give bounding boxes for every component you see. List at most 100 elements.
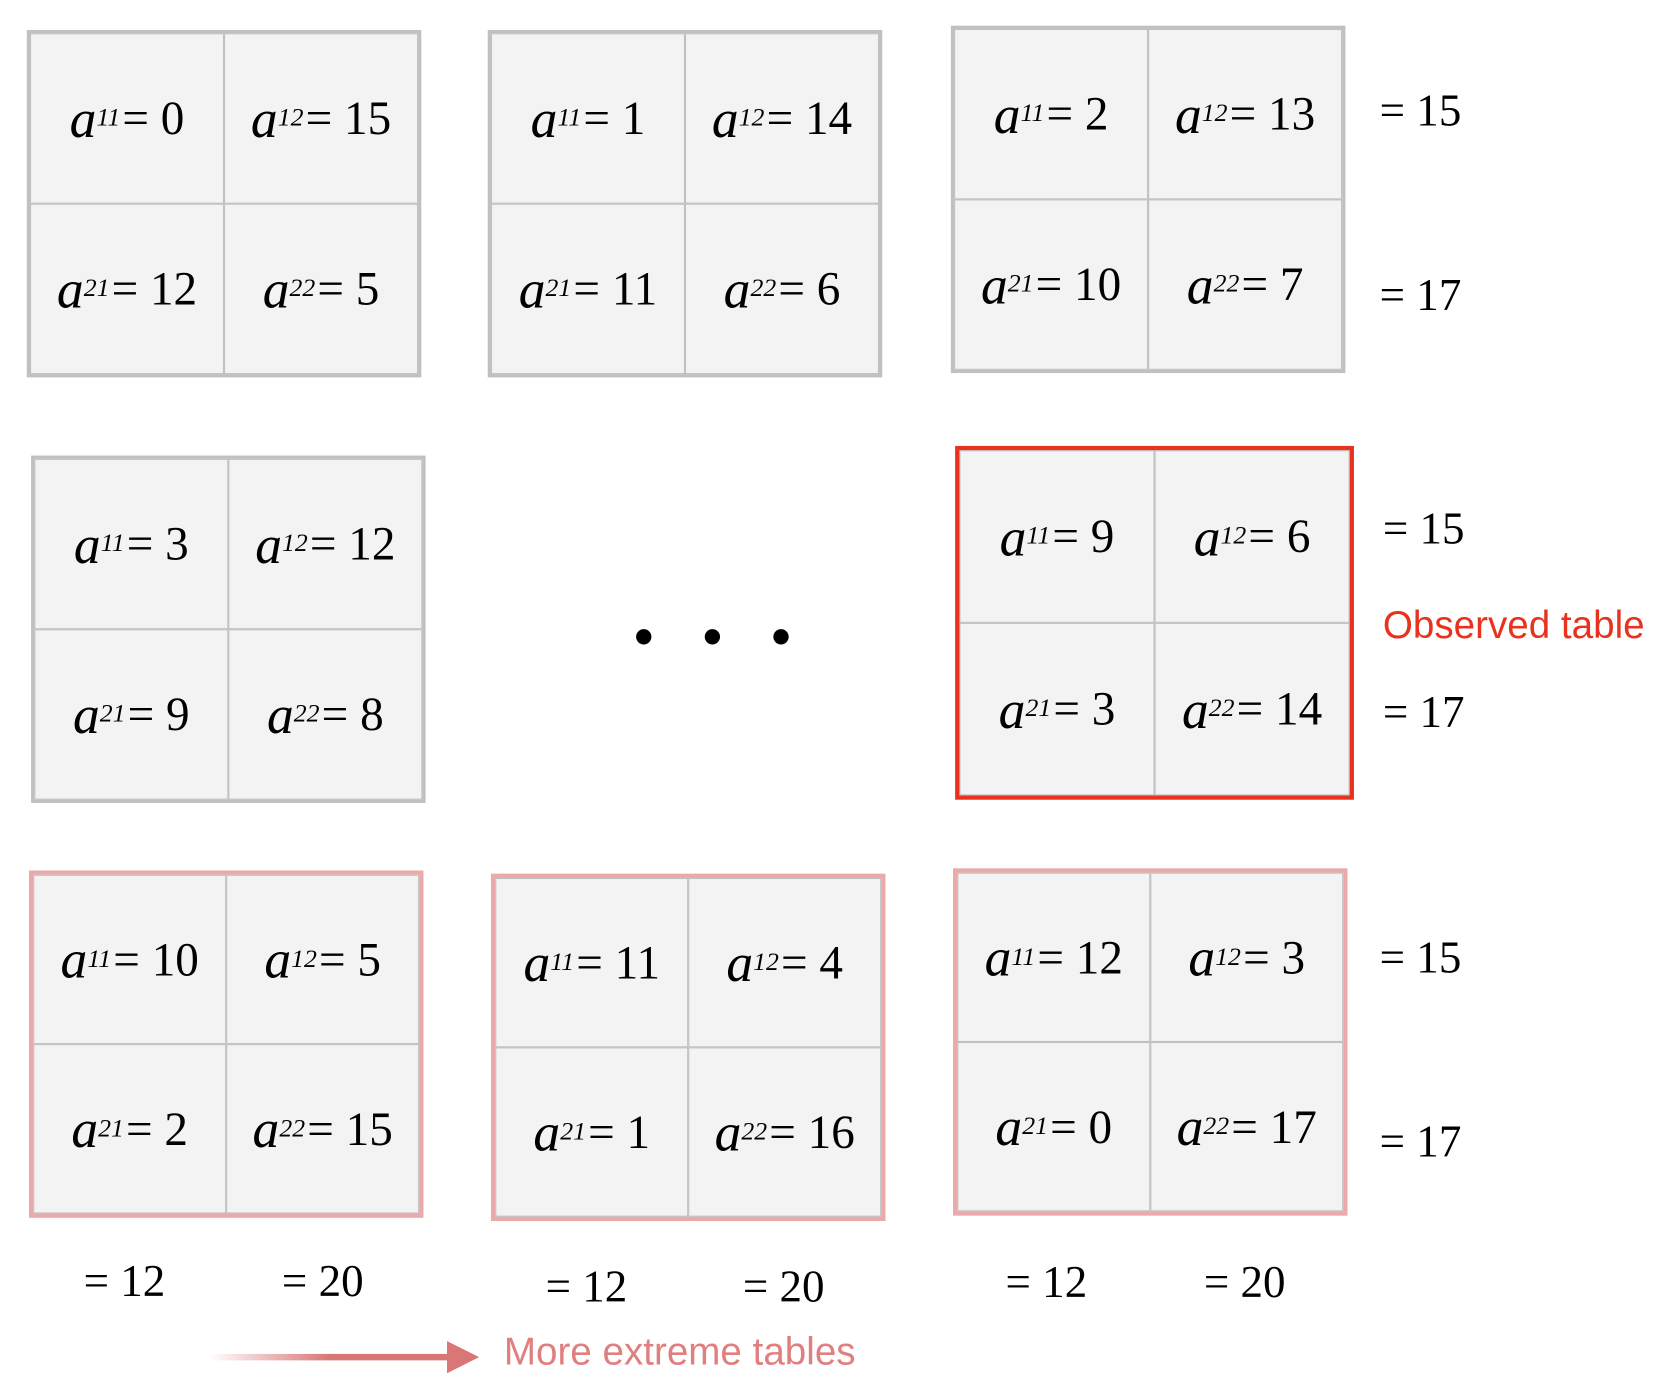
cell-subscript: 22 bbox=[289, 274, 316, 303]
cell-variable: a bbox=[262, 258, 290, 319]
cell-value: = 14 bbox=[1236, 682, 1323, 736]
cell-variable: a bbox=[995, 1096, 1023, 1157]
cell-value: = 3 bbox=[126, 517, 189, 571]
cell-value: = 2 bbox=[1046, 87, 1109, 141]
cell-variable: a bbox=[69, 88, 97, 149]
cell-value: = 0 bbox=[1050, 1100, 1113, 1153]
row-sum-label: = 17 bbox=[1379, 1118, 1462, 1168]
cell-value: = 9 bbox=[1052, 510, 1115, 563]
cell-value: = 10 bbox=[1035, 258, 1122, 311]
cell-value: = 15 bbox=[307, 1102, 393, 1156]
cell-value: = 0 bbox=[122, 92, 185, 145]
cell-value: = 12 bbox=[111, 262, 198, 316]
cell-variable: a bbox=[726, 932, 754, 993]
cell-value: = 17 bbox=[1231, 1100, 1317, 1153]
cell-variable: a bbox=[250, 88, 278, 149]
column-sum-label: = 12 bbox=[545, 1262, 628, 1313]
cell-subscript: 22 bbox=[741, 1117, 768, 1146]
cell-subscript: 12 bbox=[282, 529, 308, 558]
column-sum-label: = 20 bbox=[281, 1257, 364, 1307]
cell-value: = 11 bbox=[573, 262, 658, 316]
cell-variable: a bbox=[255, 514, 283, 575]
cell-value: = 11 bbox=[576, 936, 661, 989]
cell-value: = 4 bbox=[781, 936, 844, 989]
row-sum-label: = 15 bbox=[1379, 86, 1462, 137]
cell-subscript: 12 bbox=[1201, 99, 1228, 128]
cell-subscript: 21 bbox=[1025, 694, 1052, 723]
cell-value: = 5 bbox=[317, 262, 380, 316]
cell-variable: a bbox=[60, 929, 88, 990]
cell-subscript: 21 bbox=[83, 274, 110, 303]
cell-subscript: 11 bbox=[1011, 942, 1036, 971]
cell-variable: a bbox=[1186, 254, 1214, 315]
cell-subscript: 21 bbox=[1022, 1112, 1048, 1141]
cell-variable: a bbox=[518, 258, 546, 319]
cell-value: = 3 bbox=[1243, 931, 1306, 984]
column-sum-label: = 12 bbox=[83, 1257, 166, 1307]
row-sum-label: = 17 bbox=[1379, 271, 1462, 321]
cell-variable: a bbox=[264, 929, 292, 990]
cell-variable: a bbox=[1176, 1096, 1204, 1157]
arrow-right-icon bbox=[209, 1341, 480, 1374]
row-sum-label: = 15 bbox=[1382, 504, 1465, 555]
observed-table-label: Observed table bbox=[1382, 602, 1645, 647]
cell-subscript: 21 bbox=[560, 1117, 586, 1146]
cell-subscript: 21 bbox=[1007, 270, 1034, 299]
row-sum-label: = 17 bbox=[1382, 688, 1465, 738]
column-sum-label: = 12 bbox=[1005, 1258, 1088, 1308]
cell-subscript: 22 bbox=[293, 700, 320, 728]
cell-value: = 8 bbox=[321, 688, 384, 741]
cell-variable: a bbox=[714, 1102, 742, 1163]
cell-subscript: 11 bbox=[100, 529, 125, 558]
cell-subscript: 22 bbox=[1213, 270, 1240, 299]
cell-subscript: 11 bbox=[1026, 522, 1051, 550]
cell-variable: a bbox=[72, 684, 100, 745]
cell-value: = 1 bbox=[583, 92, 646, 145]
cell-value: = 16 bbox=[769, 1105, 855, 1159]
cell-variable: a bbox=[1181, 679, 1209, 740]
row-sum-label: = 15 bbox=[1379, 933, 1462, 984]
cell-value: = 12 bbox=[309, 517, 396, 571]
cell-value: = 5 bbox=[319, 933, 381, 986]
cell-variable: a bbox=[1174, 84, 1202, 145]
more-extreme-tables-label: More extreme tables bbox=[503, 1329, 856, 1374]
cell-subscript: 21 bbox=[545, 274, 572, 303]
cell-subscript: 12 bbox=[1220, 522, 1247, 550]
cell-subscript: 11 bbox=[96, 103, 121, 132]
cell-subscript: 11 bbox=[557, 103, 582, 132]
cell-value: = 13 bbox=[1229, 87, 1316, 141]
cell-variable: a bbox=[980, 254, 1008, 315]
cell-subscript: 21 bbox=[98, 1114, 124, 1143]
cell-subscript: 11 bbox=[550, 948, 575, 977]
cell-variable: a bbox=[1193, 506, 1221, 567]
cell-value: = 10 bbox=[113, 933, 199, 986]
cell-variable: a bbox=[711, 88, 739, 149]
cell-variable: a bbox=[1188, 927, 1216, 988]
